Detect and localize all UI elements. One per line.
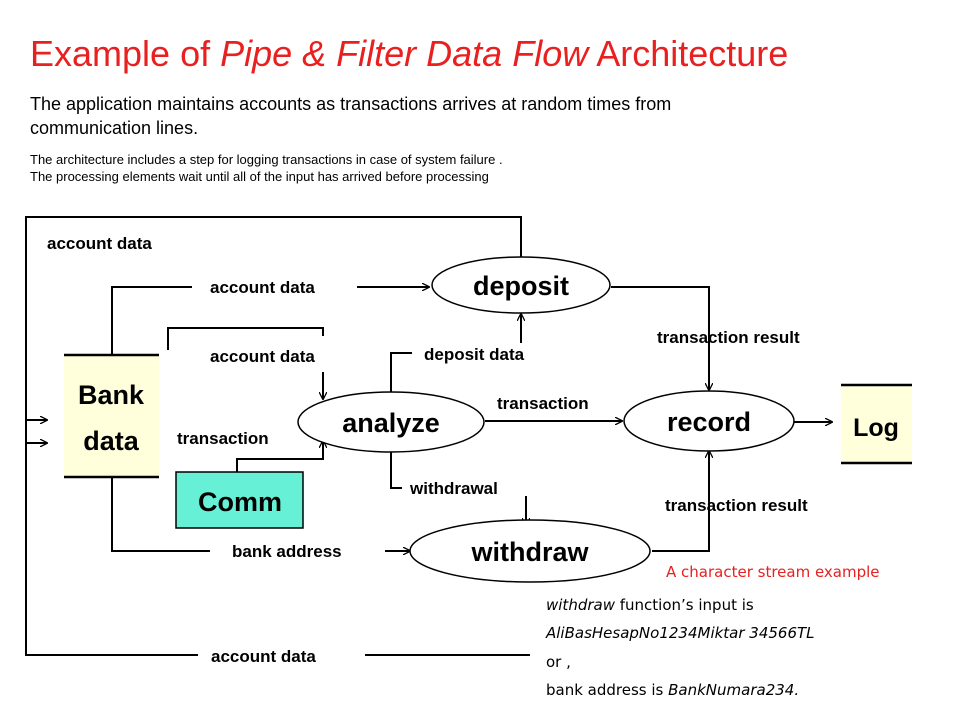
log-store — [841, 385, 912, 463]
deposit-data-label: deposit data — [424, 345, 525, 364]
example-line-4-italic: BankNumara234. — [668, 681, 800, 699]
deposit-label: deposit — [473, 271, 569, 301]
description-line-3: The architecture includes a step for log… — [30, 152, 503, 167]
withdraw-label: withdraw — [470, 537, 589, 567]
bank-data-label-2: data — [83, 426, 140, 456]
page-title: Example of Pipe & Filter Data Flow Archi… — [30, 36, 788, 72]
comm-to-analyze-arrow — [236, 441, 323, 472]
transaction-comm-label: transaction — [177, 429, 269, 448]
transaction-record-label: transaction — [497, 394, 589, 413]
title-part-1: Example of — [30, 33, 221, 74]
account-data-top-loop — [25, 216, 522, 656]
account-data-top-label: account data — [47, 234, 152, 253]
withdraw-process — [409, 519, 651, 583]
withdrawal-label: withdrawal — [409, 479, 498, 498]
analyze-to-deposit-line — [390, 352, 412, 392]
title-part-2: Pipe & Filter Data Flow — [220, 33, 589, 74]
account-data-bottom-label: account data — [211, 647, 316, 666]
withdraw-to-record-arrow — [652, 451, 709, 552]
example-line-1-rest: function’s input is — [614, 596, 754, 614]
analyze-label: analyze — [342, 408, 440, 438]
account-data-deposit-label: account data — [210, 278, 315, 297]
analyze-to-withdraw-line — [390, 452, 402, 489]
title-part-3: Architecture — [588, 33, 789, 74]
example-line-1: withdraw function’s input is — [546, 596, 754, 614]
log-label: Log — [853, 414, 899, 442]
example-line-3: or , — [546, 653, 571, 671]
record-process — [623, 390, 795, 452]
example-line-4: bank address is BankNumara234. — [546, 681, 799, 699]
description-line-4: The processing elements wait until all o… — [30, 169, 489, 184]
description-line-1: The application maintains accounts as tr… — [30, 94, 672, 114]
example-line-2-italic: AliBasHesapNo1234Miktar 34566TL — [546, 624, 815, 642]
account-data-analyze-label: account data — [210, 347, 315, 366]
description-line-2: communication lines. — [30, 118, 199, 138]
example-heading: A character stream example — [666, 563, 880, 581]
example-line-4-prefix: bank address is — [546, 681, 669, 699]
deposit-process — [431, 256, 611, 314]
bank-to-withdraw-line — [111, 478, 210, 552]
example-line-1-italic: withdraw — [546, 596, 615, 614]
bank-data-label-1: Bank — [78, 380, 145, 410]
comm-terminator — [175, 471, 304, 529]
comm-label: Comm — [198, 487, 282, 517]
bank-data-store — [64, 355, 159, 477]
deposit-to-record-arrow — [611, 286, 709, 390]
analyze-process — [297, 391, 485, 453]
transaction-result-top-label: transaction result — [657, 328, 800, 347]
record-label: record — [667, 407, 751, 437]
example-line-2: AliBasHesapNo1234Miktar 34566TL — [546, 624, 815, 642]
bank-to-deposit-line — [111, 286, 192, 355]
transaction-result-bottom-label: transaction result — [665, 496, 808, 515]
bank-address-label: bank address — [232, 542, 342, 561]
bank-to-analyze-line — [167, 327, 324, 350]
